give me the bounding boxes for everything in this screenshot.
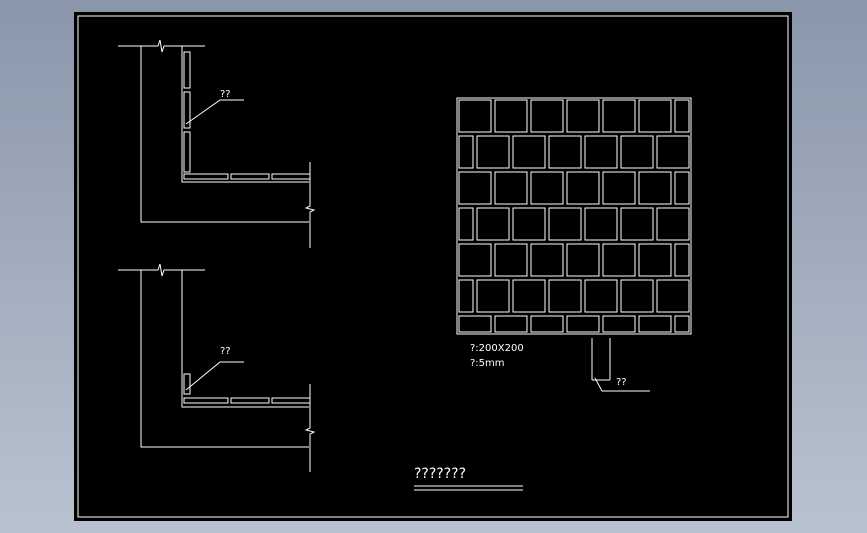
detail-top-inner-line bbox=[181, 46, 309, 183]
drawing-title: ??????? bbox=[414, 466, 466, 482]
tile bbox=[512, 279, 546, 313]
tile bbox=[458, 279, 474, 313]
tile bbox=[548, 135, 582, 169]
detail-bottom-section-line bbox=[304, 384, 316, 472]
detail-bottom-label: ?? bbox=[220, 346, 231, 357]
joint-detail-lines bbox=[591, 338, 611, 381]
tile-segment bbox=[183, 397, 229, 404]
tile bbox=[584, 135, 618, 169]
drawing-sheet: ?? ?? ?:200X200 ?:5mm ?? ??????? bbox=[74, 12, 792, 521]
tile bbox=[548, 279, 582, 313]
tile bbox=[494, 243, 528, 277]
tile bbox=[458, 243, 492, 277]
tile bbox=[476, 207, 510, 241]
tile bbox=[494, 99, 528, 133]
tile-segment bbox=[230, 397, 270, 404]
tile bbox=[620, 279, 654, 313]
tile-spec-size: ?:200X200 bbox=[470, 343, 524, 354]
drawing-border bbox=[77, 15, 789, 518]
detail-top-break-line bbox=[118, 39, 205, 53]
tile bbox=[566, 171, 600, 205]
tile bbox=[530, 99, 564, 133]
tile bbox=[620, 135, 654, 169]
detail-top-section-line bbox=[304, 162, 316, 248]
tile-segment bbox=[183, 51, 191, 89]
detail-top-leader bbox=[185, 99, 244, 125]
tile-segment bbox=[183, 91, 191, 129]
detail-bottom bbox=[118, 263, 316, 472]
detail-bottom-break-line bbox=[118, 263, 205, 277]
tile bbox=[584, 279, 618, 313]
tile bbox=[530, 171, 564, 205]
tile bbox=[656, 135, 690, 169]
tile bbox=[530, 243, 564, 277]
tile bbox=[494, 171, 528, 205]
tile bbox=[566, 315, 600, 333]
detail-bottom-inner-line bbox=[181, 270, 309, 408]
detail-bottom-leader bbox=[185, 361, 244, 391]
tile bbox=[494, 315, 528, 333]
tile bbox=[620, 207, 654, 241]
tile bbox=[566, 243, 600, 277]
tile-segment bbox=[183, 173, 229, 180]
tile bbox=[458, 171, 492, 205]
detail-bottom-wall-outline bbox=[140, 270, 309, 448]
joint-detail-leader bbox=[594, 377, 650, 392]
tile bbox=[674, 243, 690, 277]
tile bbox=[530, 315, 564, 333]
tile bbox=[602, 243, 636, 277]
tile bbox=[458, 207, 474, 241]
tile-spec-joint: ?:5mm bbox=[470, 358, 505, 369]
tile bbox=[656, 279, 690, 313]
tile bbox=[584, 207, 618, 241]
tile bbox=[458, 315, 492, 333]
tile-segment bbox=[271, 173, 311, 180]
tile bbox=[548, 207, 582, 241]
tile bbox=[638, 171, 672, 205]
tile bbox=[674, 99, 690, 133]
tile bbox=[656, 207, 690, 241]
tile bbox=[638, 99, 672, 133]
tile bbox=[566, 99, 600, 133]
joint-detail bbox=[591, 338, 650, 392]
detail-top bbox=[118, 39, 316, 248]
tile-segment bbox=[183, 373, 191, 395]
tile bbox=[458, 135, 474, 169]
tile bbox=[638, 315, 672, 333]
tile-segment bbox=[183, 131, 191, 173]
detail-top-label: ?? bbox=[220, 89, 231, 100]
detail-top-wall-outline bbox=[140, 46, 309, 223]
tile bbox=[674, 315, 690, 333]
tile bbox=[512, 135, 546, 169]
joint-label: ?? bbox=[616, 377, 627, 388]
tile bbox=[458, 99, 492, 133]
tile bbox=[602, 99, 636, 133]
tile bbox=[674, 171, 690, 205]
tile bbox=[476, 135, 510, 169]
tile bbox=[512, 207, 546, 241]
cad-drawing: ?? ?? ?:200X200 ?:5mm ?? ??????? bbox=[77, 15, 789, 518]
tile-panel-border bbox=[456, 97, 692, 335]
tile bbox=[602, 315, 636, 333]
tile-panel bbox=[456, 97, 692, 335]
tile-segment bbox=[271, 397, 311, 404]
tile bbox=[476, 279, 510, 313]
tile-segment bbox=[230, 173, 270, 180]
tile bbox=[638, 243, 672, 277]
tile bbox=[602, 171, 636, 205]
